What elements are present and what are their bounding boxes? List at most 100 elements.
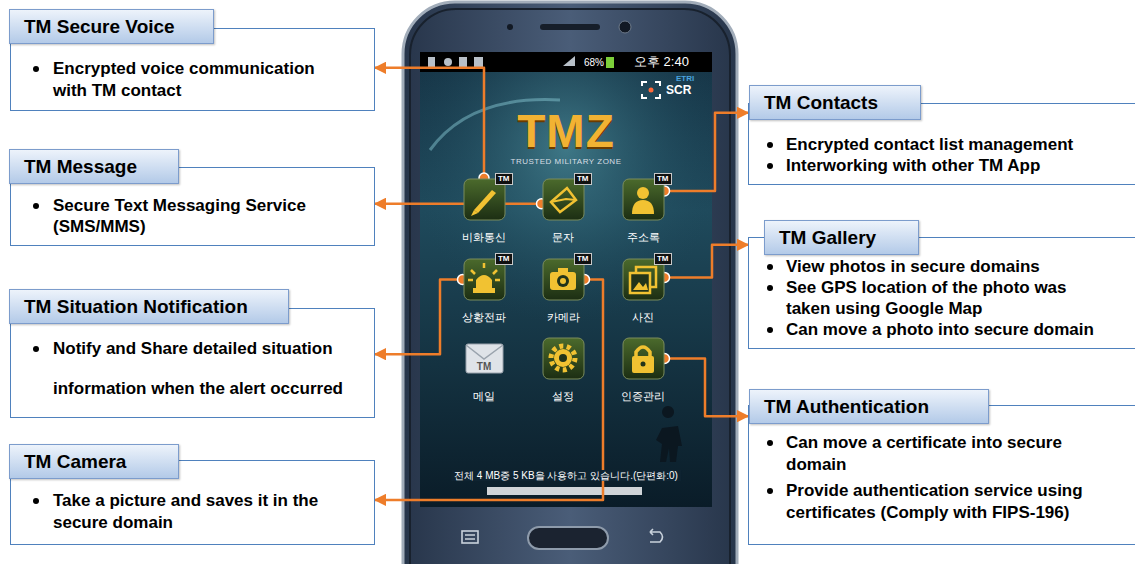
connector-line (665, 245, 749, 278)
callout-bullet: View photos in secure domains (786, 256, 1108, 277)
bullet-item: Interworking with other TM App (749, 155, 1135, 176)
bullet-dot (33, 346, 39, 352)
status-icons (428, 56, 614, 68)
icon-art (463, 337, 506, 380)
app-label: 메일 (473, 390, 495, 403)
bullet-item: Encrypted contact list management (749, 134, 1135, 155)
app-label: 사진 (632, 311, 654, 324)
tm-badge: TM (495, 253, 513, 265)
bullet-item: View photos in secure domains (749, 256, 1135, 277)
scr-logo (642, 82, 660, 98)
logo-text: ETRI (676, 75, 694, 84)
app-icon: TM상황전파 (463, 258, 506, 301)
app-icon: TM문자 (542, 178, 585, 221)
soft-keys (462, 529, 663, 543)
bullet-item: Notify and Share detailed situation info… (11, 329, 374, 409)
status-clock: 오후 2:40 (634, 55, 689, 69)
callout-box: TM CameraTake a picture and saves it in … (10, 460, 375, 545)
callout-title: TM Message (9, 149, 179, 184)
battery-percent: 68% (584, 57, 604, 68)
callout-bullet: Take a picture and saves it in the secur… (53, 490, 343, 534)
callout-box: TM GalleryView photos in secure domainsS… (748, 237, 1135, 349)
speaker (540, 24, 600, 30)
bullet-dot (33, 66, 39, 72)
sensor (507, 24, 513, 30)
callout-box: TM MessageSecure Text Messaging Service … (10, 167, 375, 246)
logo-text: SCR (666, 84, 691, 97)
app-icon: TM메일 (463, 337, 506, 380)
app-label: 인증관리 (621, 390, 665, 403)
callout-title: TM Authentication (749, 389, 989, 424)
connector-line (375, 203, 542, 206)
connector-line (665, 113, 749, 191)
bullet-dot (767, 163, 773, 169)
callout-bullet: Can move a photo into secure domain (786, 319, 1108, 340)
callout-bullet: Provide authentication service using cer… (786, 480, 1116, 524)
callout-bullet: Can move a certificate into secure domai… (786, 432, 1116, 476)
screen (420, 52, 712, 507)
app-label: 설정 (552, 390, 574, 403)
callout-title: TM Contacts (749, 85, 921, 120)
tm-badge: TM (495, 173, 513, 185)
bullet-dot (767, 327, 773, 333)
app-icon: TM비화통신 (463, 178, 506, 221)
callout-bullet: See GPS location of the photo was taken … (786, 277, 1108, 319)
bullet-item: Provide authentication service using cer… (749, 480, 1135, 524)
home-button (528, 527, 608, 549)
app-icon: 인증관리 (622, 337, 665, 380)
callout-title: TM Situation Notification (9, 289, 289, 324)
callout-bullet: Encrypted voice communication with TM co… (53, 58, 328, 102)
app-icon: TM사진 (622, 258, 665, 301)
screen-glow (420, 52, 712, 372)
app-title: TMZ (517, 108, 615, 154)
app-icon: TM카메라 (542, 258, 585, 301)
app-label: 상황전파 (462, 311, 506, 324)
connector-line (375, 280, 463, 355)
tm-badge: TM (654, 173, 672, 185)
icon-art (622, 337, 665, 380)
app-icon: 설정 (542, 337, 585, 380)
bullet-item: Can move a certificate into secure domai… (749, 432, 1135, 476)
app-label: 주소록 (627, 231, 660, 244)
callout-box: TM Situation NotificationNotify and Shar… (10, 308, 375, 418)
storage-bar (487, 487, 642, 495)
connector-line (665, 359, 749, 417)
bullet-item: See GPS location of the photo was taken … (749, 277, 1135, 319)
phone-body (403, 2, 737, 564)
connector-line (375, 280, 603, 500)
bullet-item: Encrypted voice communication with TM co… (11, 58, 374, 102)
front-camera (619, 21, 631, 33)
callout-bullet: Notify and Share detailed situation info… (53, 329, 363, 409)
bullet-dot (33, 498, 39, 504)
bullet-item: Secure Text Messaging Service (SMS/MMS) (11, 195, 374, 237)
callout-title: TM Gallery (764, 220, 919, 255)
callout-bullet: Encrypted contact list management (786, 134, 1121, 155)
bullet-dot (33, 203, 39, 209)
bullet-dot (767, 440, 773, 446)
tm-badge: TM (574, 253, 592, 265)
bullet-item: Can move a photo into secure domain (749, 319, 1135, 340)
callout-title: TM Camera (9, 444, 179, 479)
tm-badge: TM (574, 173, 592, 185)
app-subtitle: TRUSTED MILITARY ZONE (511, 158, 622, 167)
callout-box: TM AuthenticationCan move a certificate … (748, 405, 1135, 545)
app-icon: TM주소록 (622, 178, 665, 221)
soldier-silhouette (656, 406, 682, 462)
storage-status: 전체 4 MB중 5 KB을 사용하고 있습니다.(단편화:0) (451, 470, 681, 481)
bullet-dot (767, 285, 773, 291)
phone-rim (410, 9, 730, 564)
callout-box: TM Secure VoiceEncrypted voice communica… (10, 28, 375, 111)
connector-line (375, 68, 484, 178)
callout-bullet: Secure Text Messaging Service (SMS/MMS) (53, 195, 328, 237)
tm-badge: TM (477, 361, 491, 372)
callout-box: TM ContactsEncrypted contact list manage… (748, 103, 1135, 185)
bullet-item: Take a picture and saves it in the secur… (11, 490, 374, 534)
app-label: 문자 (552, 231, 574, 244)
icon-art (542, 337, 585, 380)
app-label: 비화통신 (462, 231, 506, 244)
callout-bullet: Interworking with other TM App (786, 155, 1121, 176)
bullet-dot (767, 142, 773, 148)
bullet-dot (767, 488, 773, 494)
tm-badge: TM (654, 253, 672, 265)
